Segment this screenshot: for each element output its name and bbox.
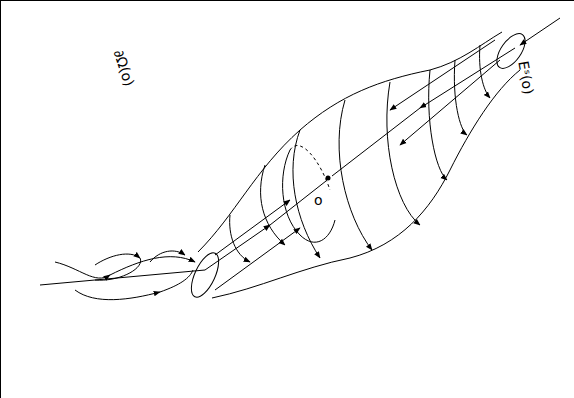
point-label: o (313, 193, 324, 207)
field-label: Eˢ(o) (516, 60, 536, 95)
boundary-label: ∂Ω(o) (112, 48, 137, 88)
